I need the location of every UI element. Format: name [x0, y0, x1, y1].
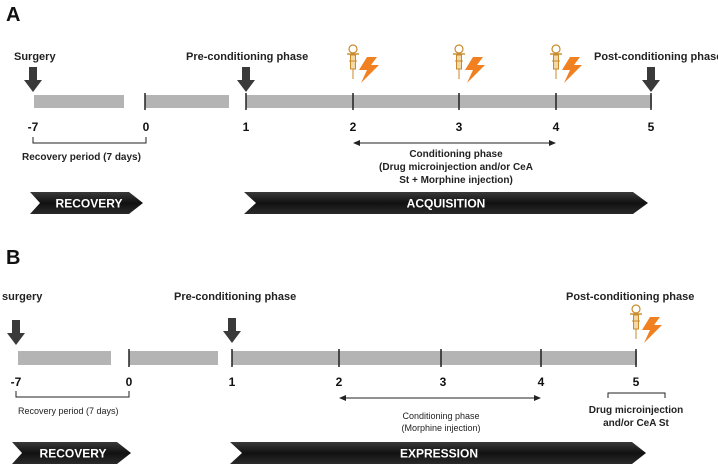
panel-b-tick-label: 1	[229, 375, 236, 389]
panel-b-tick-label: 5	[633, 375, 640, 389]
panel-b-surgery-label: surgery	[2, 291, 43, 303]
panel-a-main-bar	[246, 95, 652, 108]
panel-b-pre-label: Pre-conditioning phase	[174, 291, 296, 303]
panel-a-syringe-bolt-icon-day2	[346, 44, 380, 84]
panel-a-tick-label: 2	[350, 120, 357, 134]
panel-b: B surgery Pre-conditioning phase Post-co…	[2, 247, 694, 464]
panel-a-surgery-arrow-icon	[24, 67, 42, 92]
panel-a-arrowhead-left-icon	[353, 140, 360, 146]
panel-a-recovery-bar-1	[34, 95, 124, 108]
panel-a-tick-label: 5	[648, 120, 655, 134]
panel-a: A Surgery Pre-conditioning phase Post-co…	[6, 4, 718, 214]
panel-a-recovery-bracket	[32, 137, 147, 144]
panel-a-recovery-banner	[30, 192, 143, 214]
panel-b-recovery-banner-label: RECOVERY	[40, 447, 107, 461]
panel-b-tick-label: -7	[11, 375, 22, 389]
panel-b-main-bar	[232, 351, 637, 365]
panel-a-tick-label: -7	[28, 120, 39, 134]
panel-a-letter: A	[6, 4, 20, 26]
panel-a-conditioning-line: (Drug microinjection and/or CeA	[379, 162, 533, 173]
panel-a-surgery-label: Surgery	[14, 51, 56, 63]
panel-a-conditioning-line: St + Morphine injection)	[399, 175, 513, 186]
panel-a-syringe-bolt-icon-day3	[452, 44, 486, 84]
panel-a-acquisition-banner	[244, 192, 648, 214]
panel-a-recovery-bar-2	[145, 95, 229, 108]
panel-a-acquisition-banner-label: ACQUISITION	[407, 197, 486, 211]
panel-a-pre-label: Pre-conditioning phase	[186, 51, 308, 63]
panel-b-conditioning-line: (Morphine injection)	[401, 423, 480, 433]
panel-a-tick-label: 1	[243, 120, 250, 134]
panel-b-recovery-banner	[12, 442, 131, 464]
panel-b-recovery-note: Recovery period (7 days)	[18, 406, 119, 416]
panel-b-expression-banner	[230, 442, 646, 464]
panel-b-pre-arrow-icon	[223, 318, 241, 343]
panel-a-syringe-bolt-icon-day4	[549, 44, 583, 84]
panel-b-tick-label: 0	[126, 375, 133, 389]
panel-b-expression-banner-label: EXPRESSION	[400, 447, 478, 461]
panel-a-arrowhead-right-icon	[549, 140, 556, 146]
panel-b-recovery-bar-1	[18, 351, 111, 365]
panel-b-letter: B	[6, 247, 20, 269]
panel-b-recovery-bar-2	[129, 351, 218, 365]
panel-b-tick-label: 3	[440, 375, 447, 389]
panel-a-pre-arrow-icon	[237, 67, 255, 92]
panel-b-arrowhead-left-icon	[339, 395, 346, 401]
panel-a-recovery-banner-label: RECOVERY	[56, 197, 123, 211]
panel-a-tick-label: 3	[456, 120, 463, 134]
panel-b-tick-label: 2	[336, 375, 343, 389]
panel-a-tick-label: 4	[553, 120, 560, 134]
panel-b-syringe-bolt-icon	[629, 304, 663, 344]
panel-b-surgery-arrow-icon	[7, 320, 25, 345]
panel-b-arrowhead-right-icon	[534, 395, 541, 401]
panel-a-recovery-note: Recovery period (7 days)	[22, 152, 141, 163]
panel-a-post-label: Post-conditioning phase	[594, 51, 718, 63]
panel-b-recovery-bracket	[15, 391, 130, 398]
panel-a-conditioning-line: Conditioning phase	[409, 149, 503, 160]
panel-b-day5-bracket	[607, 392, 666, 398]
panel-b-drug-line: and/or CeA St	[603, 418, 669, 429]
panel-a-tick-label: 0	[143, 120, 150, 134]
panel-b-post-label: Post-conditioning phase	[566, 291, 694, 303]
panel-b-drug-line: Drug microinjection	[589, 405, 683, 416]
panel-b-tick-label: 4	[538, 375, 545, 389]
panel-a-post-arrow-icon	[642, 67, 660, 92]
panel-b-conditioning-line: Conditioning phase	[402, 411, 479, 421]
